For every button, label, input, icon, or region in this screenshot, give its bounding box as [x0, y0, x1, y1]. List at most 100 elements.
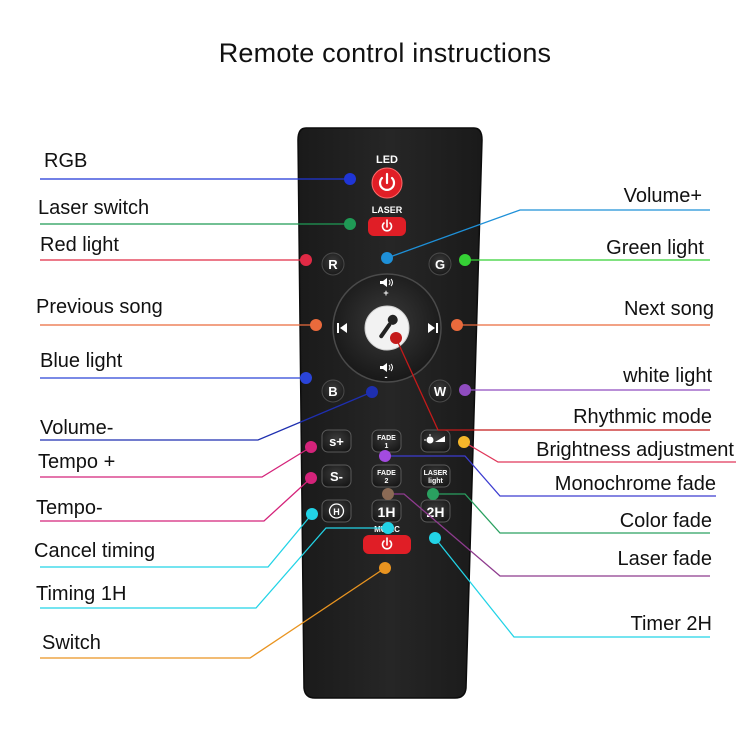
- s-minus-label: S-: [330, 469, 343, 484]
- w-button-label: W: [434, 384, 447, 399]
- led-power-button[interactable]: [371, 167, 403, 199]
- label-brightness-adjustment: Brightness adjustment: [536, 439, 734, 461]
- page-title: Remote control instructions: [218, 38, 552, 68]
- label-tempo-plus: Tempo +: [38, 451, 116, 473]
- main-power-button[interactable]: [363, 535, 411, 554]
- dot-red-light: [300, 254, 312, 266]
- two-h-label: 2H: [427, 504, 445, 520]
- dot-previous-song: [310, 319, 322, 331]
- laser-light-top-label: LASER: [424, 470, 448, 477]
- led-label: LED: [376, 154, 398, 166]
- dot-rhythmic-mode: [390, 332, 402, 344]
- leader-rhythmic-mode: [395, 337, 710, 431]
- microphone-icon: [379, 314, 398, 339]
- dot-cancel-timing: [306, 508, 318, 520]
- leader-color-fade: [433, 493, 710, 534]
- label-tempo-minus: Tempo-: [36, 497, 103, 519]
- label-red-light: Red light: [40, 234, 119, 256]
- power-icon: [381, 219, 393, 232]
- dot-tempo-plus: [305, 441, 317, 453]
- label-timer-2h: Timer 2H: [630, 613, 712, 635]
- label-blue-light: Blue light: [40, 350, 123, 372]
- control-wheel[interactable]: + -: [332, 273, 442, 383]
- label-next-song: Next song: [623, 298, 714, 320]
- svg-text:-: -: [385, 372, 388, 382]
- dot-rgb: [344, 173, 356, 185]
- laser-light-bottom-label: light: [428, 478, 443, 485]
- label-color-fade: Color fade: [619, 510, 712, 532]
- one-h-label: 1H: [378, 504, 396, 520]
- fade2-bottom-label: 2: [385, 478, 389, 485]
- green-light-button[interactable]: G: [428, 252, 452, 276]
- brightness-icon: [424, 434, 445, 444]
- dot-timer-2h: [429, 532, 441, 544]
- tempo-minus-button[interactable]: S-: [321, 464, 352, 488]
- fade1-top-label: FADE: [377, 435, 396, 442]
- leader-volume-minus: [40, 391, 373, 441]
- power-icon: [378, 172, 396, 191]
- leader-volume-plus: [386, 209, 710, 259]
- label-previous-song: Previous song: [36, 296, 163, 318]
- leader-brightness: [463, 441, 736, 463]
- label-volume-plus: Volume+: [623, 185, 702, 207]
- label-green-light: Green light: [606, 237, 704, 259]
- label-laser-fade: Laser fade: [617, 548, 712, 570]
- label-laser-switch: Laser switch: [38, 197, 150, 219]
- leader-cancel-timing: [40, 513, 313, 568]
- fade2-top-label: FADE: [377, 470, 396, 477]
- label-monochrome-fade: Monochrome fade: [554, 473, 716, 495]
- timing-1h-button[interactable]: 1H: [371, 499, 402, 523]
- dot-white-light: [459, 384, 471, 396]
- white-light-button[interactable]: W: [428, 379, 452, 403]
- blue-light-button[interactable]: B: [321, 379, 345, 403]
- leader-timer-2h: [434, 537, 710, 638]
- volume-up-icon: +: [380, 278, 393, 298]
- leader-switch: [40, 567, 386, 659]
- fade2-button[interactable]: FADE 2: [371, 464, 402, 488]
- dot-blue-light: [300, 372, 312, 384]
- dot-color-fade: [427, 488, 439, 500]
- cancel-timing-button[interactable]: H: [321, 499, 352, 523]
- timer-icon: [328, 503, 345, 519]
- dot-tempo-minus: [305, 472, 317, 484]
- s-plus-label: s+: [329, 434, 344, 449]
- label-switch: Switch: [42, 632, 101, 654]
- svg-text:+: +: [383, 288, 388, 298]
- next-icon: [428, 323, 438, 333]
- leader-tempo-minus: [40, 477, 312, 522]
- leader-timing-1h: [40, 527, 388, 609]
- label-volume-minus: Volume-: [40, 417, 114, 439]
- label-rhythmic-mode: Rhythmic mode: [573, 406, 712, 428]
- dot-timing-1h: [382, 522, 394, 534]
- tempo-plus-button[interactable]: s+: [321, 429, 352, 453]
- h-label: H: [333, 507, 340, 517]
- label-timing-1h: Timing 1H: [36, 583, 127, 605]
- leader-monochrome-fade: [385, 455, 716, 497]
- dot-volume-minus: [366, 386, 378, 398]
- dot-monochrome-fade: [379, 450, 391, 462]
- label-white-light: white light: [623, 365, 712, 387]
- g-button-label: G: [435, 257, 445, 272]
- dot-laser-fade: [382, 488, 394, 500]
- brightness-button[interactable]: [420, 429, 451, 453]
- leader-tempo-plus: [40, 446, 312, 478]
- previous-icon: [337, 323, 347, 333]
- laser-power-button[interactable]: [368, 217, 406, 236]
- laser-light-button[interactable]: LASER light: [420, 464, 451, 488]
- power-icon: [381, 537, 393, 550]
- dot-laser-switch: [344, 218, 356, 230]
- red-light-button[interactable]: R: [321, 252, 345, 276]
- timer-2h-button[interactable]: 2H: [420, 499, 451, 523]
- leader-laser-fade: [388, 493, 710, 577]
- dot-next-song: [451, 319, 463, 331]
- volume-down-icon: -: [380, 363, 393, 382]
- fade1-button[interactable]: FADE 1: [371, 429, 402, 453]
- dot-volume-plus: [381, 252, 393, 264]
- label-rgb: RGB: [44, 150, 88, 172]
- dot-green-light: [459, 254, 471, 266]
- r-button-label: R: [328, 257, 338, 272]
- dot-switch: [379, 562, 391, 574]
- b-button-label: B: [328, 384, 337, 399]
